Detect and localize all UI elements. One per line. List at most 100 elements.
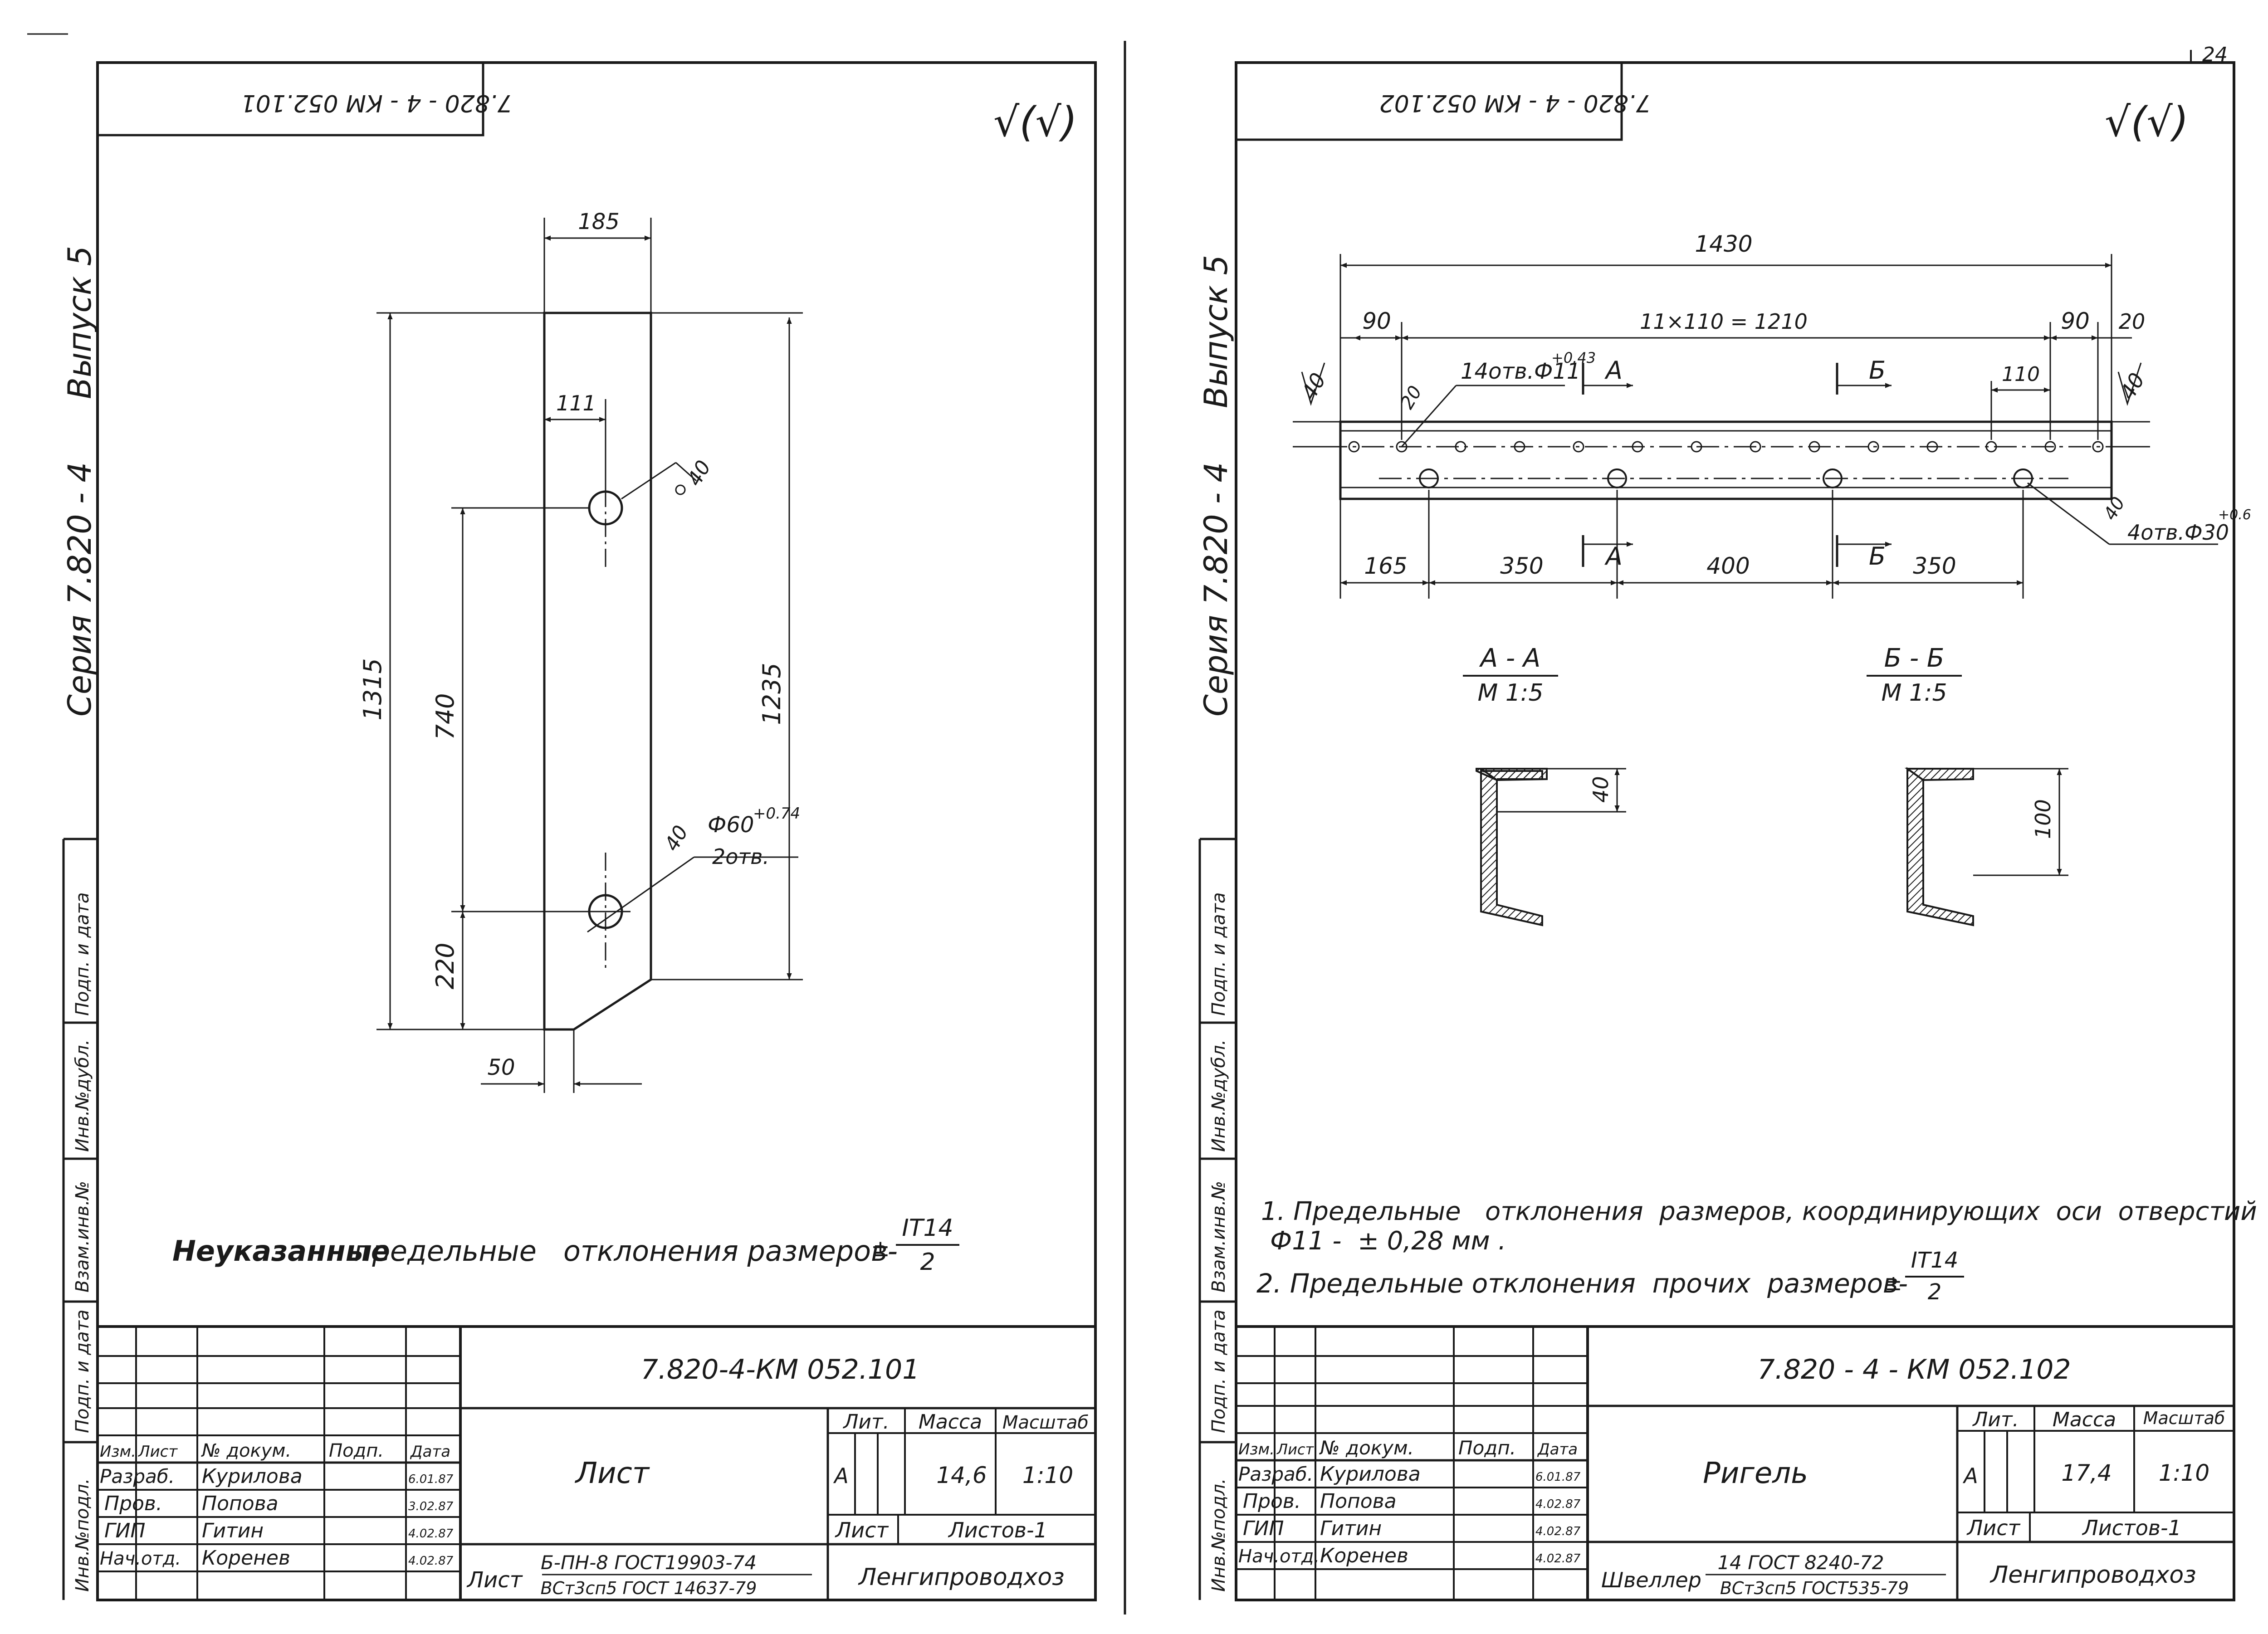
right-tb-role-1: Разраб. [1238,1463,1313,1485]
right-tb-hdr-doc: № докум. [1319,1437,1414,1459]
dim-plate-width: 185 [578,209,620,234]
dim-right-tail: 20 [2119,309,2146,334]
section-a-title: А - А [1479,644,1540,673]
dim-hole-pitch: 740 [431,693,459,740]
right-tb-material-prefix: Швеллер [1601,1568,1701,1592]
right-tb-material-bottom: ВСт3сп5 ГОСТ535-79 [1720,1578,1909,1598]
left-tb-lit-label: Лит. [842,1410,889,1434]
left-tb-org: Ленгипроводхоз [858,1564,1065,1591]
right-tb-date-4: 4.02.87 [1535,1552,1581,1566]
section-b-scale: М 1:5 [1881,679,1947,707]
small-holes-tolerance: +0.43 [1551,349,1596,366]
left-tb-hdr-list: Лист [137,1443,178,1461]
dim-overall-length: 1430 [1695,231,1752,257]
left-code-box [96,61,484,137]
small-holes-callout: 14отв.Ф11 [1461,359,1580,384]
dim-bottom-offset: 220 [431,942,459,989]
right-side-stamp-3: Подп. и дата [1208,893,1229,1016]
roughness-top-hole: 40 [683,457,715,490]
big-holes-callout: 4отв.Ф30 [2127,520,2229,545]
left-tb-material-top: Б-ПН-8 ГОСТ19903-74 [541,1551,757,1574]
right-note-pm: ± [1885,1271,1902,1295]
roughness-bottom-hole: 40 [660,822,693,855]
right-tb-mass-label: Масса [2053,1408,2116,1431]
cut-label-b-top: Б [1869,356,1886,385]
left-tb-person-3: Гитин [202,1519,264,1542]
left-tb-mass-label: Масса [919,1410,982,1434]
left-tb-hdr-date: Дата [410,1443,450,1461]
dim-right-end: 90 [2061,308,2090,334]
left-tb-role-1: Разраб. [100,1465,175,1488]
right-sheet [1198,61,2235,1601]
section-a-dim: 40 [1589,776,1613,803]
left-series-label: Серия 7.820 - 4 [61,462,98,717]
dim-bottom-3: 400 [1706,553,1750,579]
left-tb-scale-label: Масштаб [1002,1412,1089,1433]
left-tb-material-bottom: ВСт3сп5 ГОСТ 14637-79 [541,1578,757,1598]
page-separator [27,33,1126,1614]
right-roughness-mark: √(√) [2105,98,2189,146]
big-holes-tolerance: +0.6 [2218,507,2251,523]
left-tb-sheet: Лист [835,1518,889,1542]
left-note-frac-num: IT14 [902,1215,953,1242]
left-tb-lit: А [833,1463,848,1488]
dim-spacing: 110 [2002,363,2040,386]
right-side-stamp-2: Инв.№дубл. [1208,1039,1229,1152]
left-frame [96,61,1097,1601]
hole-tolerance: +0.74 [753,805,800,823]
left-roughness-mark: √(√) [993,98,1077,146]
left-tb-role-4: Нач.отд. [100,1548,181,1569]
right-tb-material-top: 14 ГОСТ 8240-72 [1717,1551,1884,1574]
right-tb-hdr-izm: Изм. [1238,1440,1275,1458]
left-tb-person-4: Коренев [202,1546,290,1570]
left-tb-name: Лист [575,1457,650,1490]
left-side-stamp-1: Взам.инв.№ [72,1181,93,1293]
left-tb-date-1: 6.01.87 [408,1473,454,1486]
hole-count: 2отв. [712,844,769,869]
right-frame [1235,61,2235,1601]
left-tb-person-1: Курилова [202,1465,303,1488]
right-tb-person-2: Попова [1320,1490,1397,1513]
right-tb-name: Ригель [1703,1457,1808,1490]
right-tb-scale-label: Масштаб [2143,1408,2225,1428]
dim-bottom-4: 350 [1913,553,1956,579]
left-sheet [62,61,1097,1601]
right-tb-scale: 1:10 [2159,1460,2209,1486]
right-tb-role-3: ГИП [1243,1517,1284,1540]
right-tb-date-2: 4.02.87 [1535,1497,1581,1511]
left-tb-role-2: Пров. [104,1492,162,1515]
right-tb-hdr-list: Лист [1276,1441,1314,1458]
left-tb-date-4: 4.02.87 [408,1554,454,1568]
small-holes [1348,441,2104,453]
section-b-title: Б - Б [1884,644,1945,673]
right-tb-date-1: 6.01.87 [1535,1470,1581,1484]
right-tb-hdr-date: Дата [1537,1440,1578,1458]
right-tb-sheets: Листов-1 [2082,1516,2181,1540]
right-tb-lit-label: Лит. [1972,1408,2019,1431]
right-tb-code: 7.820 - 4 - КМ 052.102 [1757,1354,2071,1385]
right-tb-sheet: Лист [1966,1516,2021,1540]
left-note-lead: Неуказанные [172,1234,390,1268]
right-series-label: Серия 7.820 - 4 [1198,462,1235,717]
plate-outline [543,312,652,1031]
right-issue-label: Выпуск 5 [1198,255,1235,408]
right-side-stamp-4: Подп. и дата [1208,1310,1229,1433]
right-tb-org: Ленгипроводхоз [1989,1561,2196,1589]
right-note-1b: Ф11 - ± 0,28 мм . [1270,1226,1506,1256]
right-tb-lit: А [1962,1463,1978,1488]
left-tb-material-prefix: Лист [466,1567,523,1593]
right-tb-person-1: Курилова [1320,1463,1421,1486]
left-tb-date-2: 3.02.87 [408,1500,454,1513]
right-note-frac-den: 2 [1928,1279,1942,1305]
section-a-scale: М 1:5 [1477,679,1543,707]
cut-label-b-bottom: Б [1869,542,1886,571]
dim-bottom-1: 165 [1364,553,1407,579]
left-note-pm: ± [871,1235,890,1262]
dim-right-length: 1235 [758,663,786,725]
plate-drawing [376,218,803,1093]
right-title-block [1236,1325,2234,1600]
section-b-dim: 100 [2031,799,2055,839]
right-side-stamp-5: Инв.№подл. [1208,1478,1229,1592]
left-tb-sheets: Листов-1 [948,1518,1047,1542]
